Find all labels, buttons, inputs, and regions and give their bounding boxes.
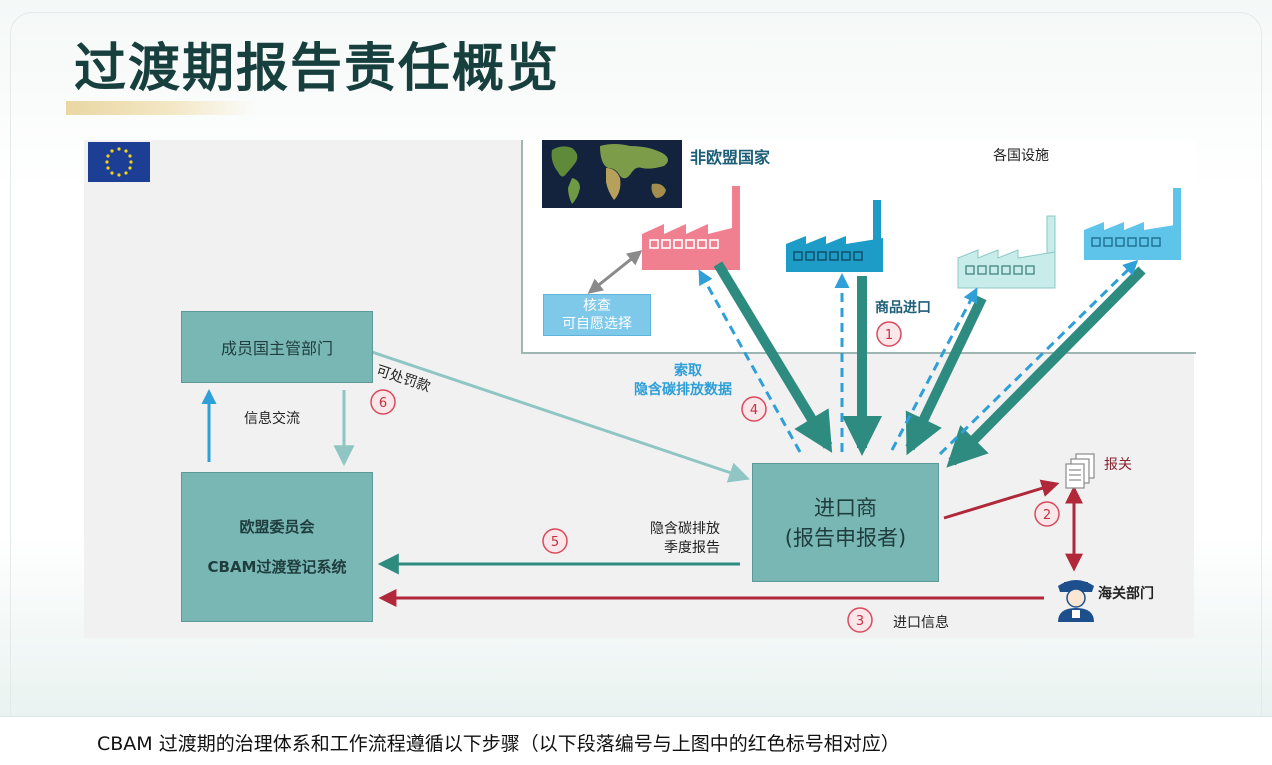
verification-box: 核查 可自愿选择 [543, 294, 651, 336]
verification-subtitle: 可自愿选择 [562, 316, 632, 332]
world-map-icon [542, 140, 682, 208]
member-state-authority-label: 成员国主管部门 [220, 339, 333, 358]
caption-text: CBAM 过渡期的治理体系和工作流程遵循以下步骤（以下段落编号与上图中的红色标号… [97, 733, 900, 755]
eu-flag-icon [88, 142, 150, 182]
factory-mint-icon [957, 215, 1056, 289]
penalty-arrow [371, 350, 750, 483]
data-request-arrows [698, 259, 1139, 456]
eu-commission-label: 欧盟委员会 [239, 518, 315, 536]
customs-dept-label: 海关部门 [1098, 586, 1154, 602]
page-title: 过渡期报告责任概览 [74, 38, 561, 99]
member-state-authority-box: 成员国主管部门 [181, 311, 373, 383]
factory-pink-icon [642, 186, 740, 270]
goods-import-arrows [713, 261, 1146, 468]
goods-import-label: 商品进口 [875, 300, 931, 316]
customs-officer-icon [1058, 580, 1094, 622]
non-eu-countries-label: 非欧盟国家 [690, 148, 771, 167]
factory-light-blue-icon [1084, 188, 1181, 260]
info-exchange-label: 信息交流 [244, 411, 300, 427]
quarterly-report-line2: 季度报告 [664, 540, 720, 556]
emissions-data-label: 隐含碳排放数据 [634, 382, 732, 398]
title-underline [66, 101, 256, 115]
caption-bar [0, 716, 1272, 765]
verify-arrow [587, 250, 643, 294]
quarterly-report-line1: 隐含碳排放 [650, 521, 720, 537]
importer-label: 进口商 [814, 495, 877, 520]
import-info-label: 进口信息 [893, 615, 949, 631]
request-label: 索取 [674, 363, 702, 379]
facilities-label: 各国设施 [993, 148, 1049, 164]
declaration-arrow [943, 479, 1060, 520]
cbam-registry-label: CBAM过渡登记系统 [207, 558, 347, 576]
documents-icon [1065, 453, 1095, 489]
customs-declaration-label: 报关 [1104, 457, 1132, 473]
reporting-declarant-label: (报告申报者) [784, 525, 907, 550]
eu-commission-box: 欧盟委员会 CBAM过渡登记系统 [181, 472, 373, 622]
verification-title: 核查 [583, 298, 611, 314]
factory-blue-icon [786, 200, 883, 272]
importer-box: 进口商 (报告申报者) [752, 463, 939, 582]
